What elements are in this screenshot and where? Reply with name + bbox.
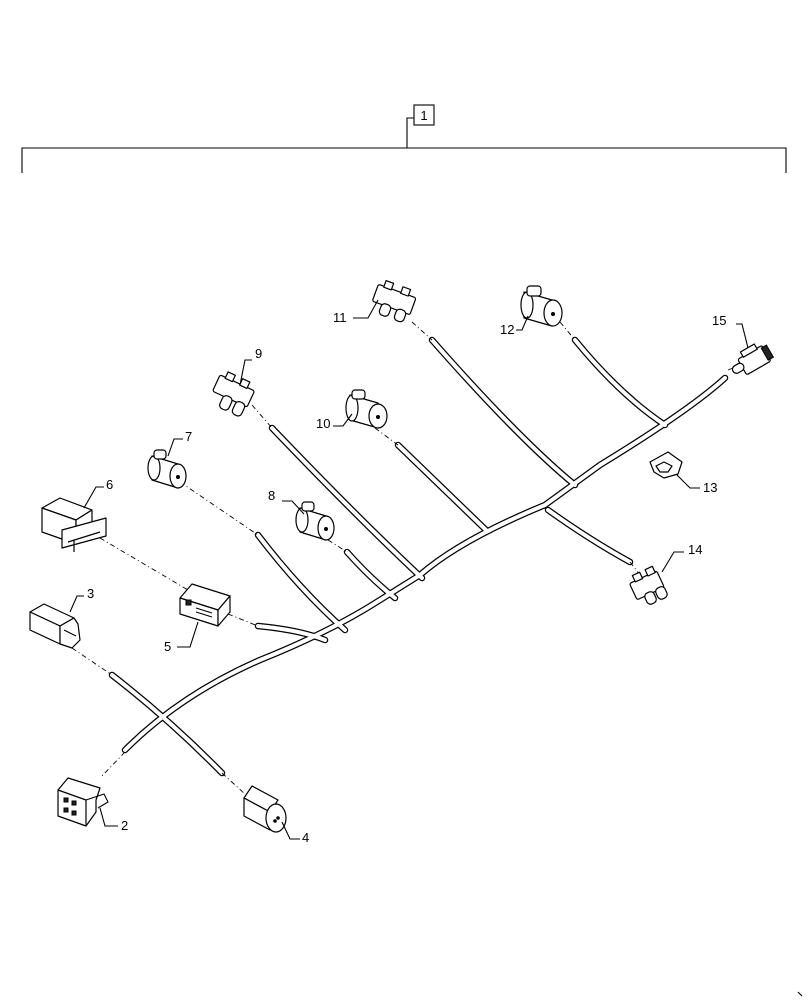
- callout-7: 7: [167, 429, 192, 457]
- wire-branch-3-4: [110, 673, 224, 775]
- connector-14: [629, 565, 668, 605]
- connector-2: [57, 777, 109, 827]
- callout-14: 14: [661, 542, 702, 573]
- callout-label: 12: [500, 322, 514, 337]
- callouts: 2 3 4 5 6 7 8 9: [69, 299, 749, 845]
- harness-wires: [108, 336, 729, 777]
- callout-label: 13: [703, 480, 717, 495]
- wire-branch-5: [256, 624, 327, 642]
- callout-6: 6: [83, 477, 113, 509]
- wire-branch-9: [270, 426, 424, 580]
- corner-mark: [797, 991, 803, 997]
- connector-12: [520, 285, 563, 327]
- connector-4: [243, 785, 287, 833]
- callout-8: 8: [268, 488, 305, 515]
- callout-label: 10: [316, 416, 330, 431]
- callout-13: 13: [675, 473, 717, 495]
- wire-branch-12-outline: [571, 336, 669, 429]
- connector-6: [41, 497, 107, 552]
- connector-10: [345, 389, 388, 429]
- callout-label: 15: [712, 313, 726, 328]
- callout-9: 9: [239, 346, 262, 386]
- wire-branch-14: [546, 508, 632, 564]
- callout-label: 5: [164, 639, 171, 654]
- callout-3: 3: [69, 586, 94, 613]
- callout-15: 15: [712, 313, 749, 349]
- callout-label: 2: [121, 818, 128, 833]
- connector-5: [179, 583, 231, 627]
- connector-9: [212, 371, 255, 417]
- wire-trunk-outline: [121, 374, 729, 754]
- clip-13: [649, 451, 683, 479]
- callout-10: 10: [316, 413, 353, 431]
- callout-label: 6: [106, 477, 113, 492]
- wire-branch-8: [345, 550, 397, 600]
- callout-12: 12: [500, 315, 529, 337]
- connector-15: [731, 343, 775, 375]
- assembly-item-number: 1: [420, 108, 427, 123]
- assembly-bracket: 1: [21, 104, 787, 173]
- wire-branch-12: [573, 338, 667, 427]
- callout-label: 8: [268, 488, 275, 503]
- connector-8: [295, 501, 335, 541]
- callout-label: 3: [87, 586, 94, 601]
- callout-label: 14: [688, 542, 702, 557]
- callout-4: 4: [281, 821, 309, 845]
- connector-7: [147, 449, 187, 489]
- connector-11: [372, 280, 417, 323]
- callout-11: 11: [333, 299, 379, 325]
- wire-branch-10: [396, 443, 488, 532]
- wire-branch-11: [430, 338, 577, 487]
- callout-label: 4: [302, 830, 309, 845]
- connector-3: [29, 603, 81, 649]
- callout-label: 11: [333, 310, 347, 325]
- callout-5: 5: [164, 621, 199, 654]
- wire-trunk: [123, 376, 727, 752]
- wire-branch-7: [256, 533, 347, 632]
- callout-label: 9: [255, 346, 262, 361]
- callout-label: 7: [185, 429, 192, 444]
- callout-2: 2: [99, 807, 128, 833]
